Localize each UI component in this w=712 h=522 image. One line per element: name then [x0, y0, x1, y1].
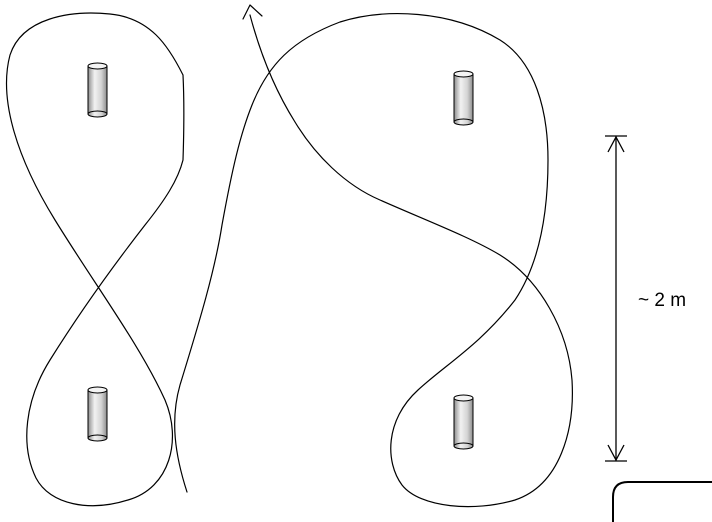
crossing-path [175, 14, 573, 507]
arrowhead-icon [243, 5, 262, 19]
cylinder-post-icon [88, 63, 107, 117]
cylinder-post-icon [454, 395, 473, 449]
cropped-box-outline [613, 482, 712, 522]
cylinder-post-icon [454, 71, 473, 125]
cylinder-post-icon [88, 387, 107, 441]
scale-dimension: ~ 2 m [605, 136, 686, 461]
scale-label: ~ 2 m [638, 290, 686, 311]
